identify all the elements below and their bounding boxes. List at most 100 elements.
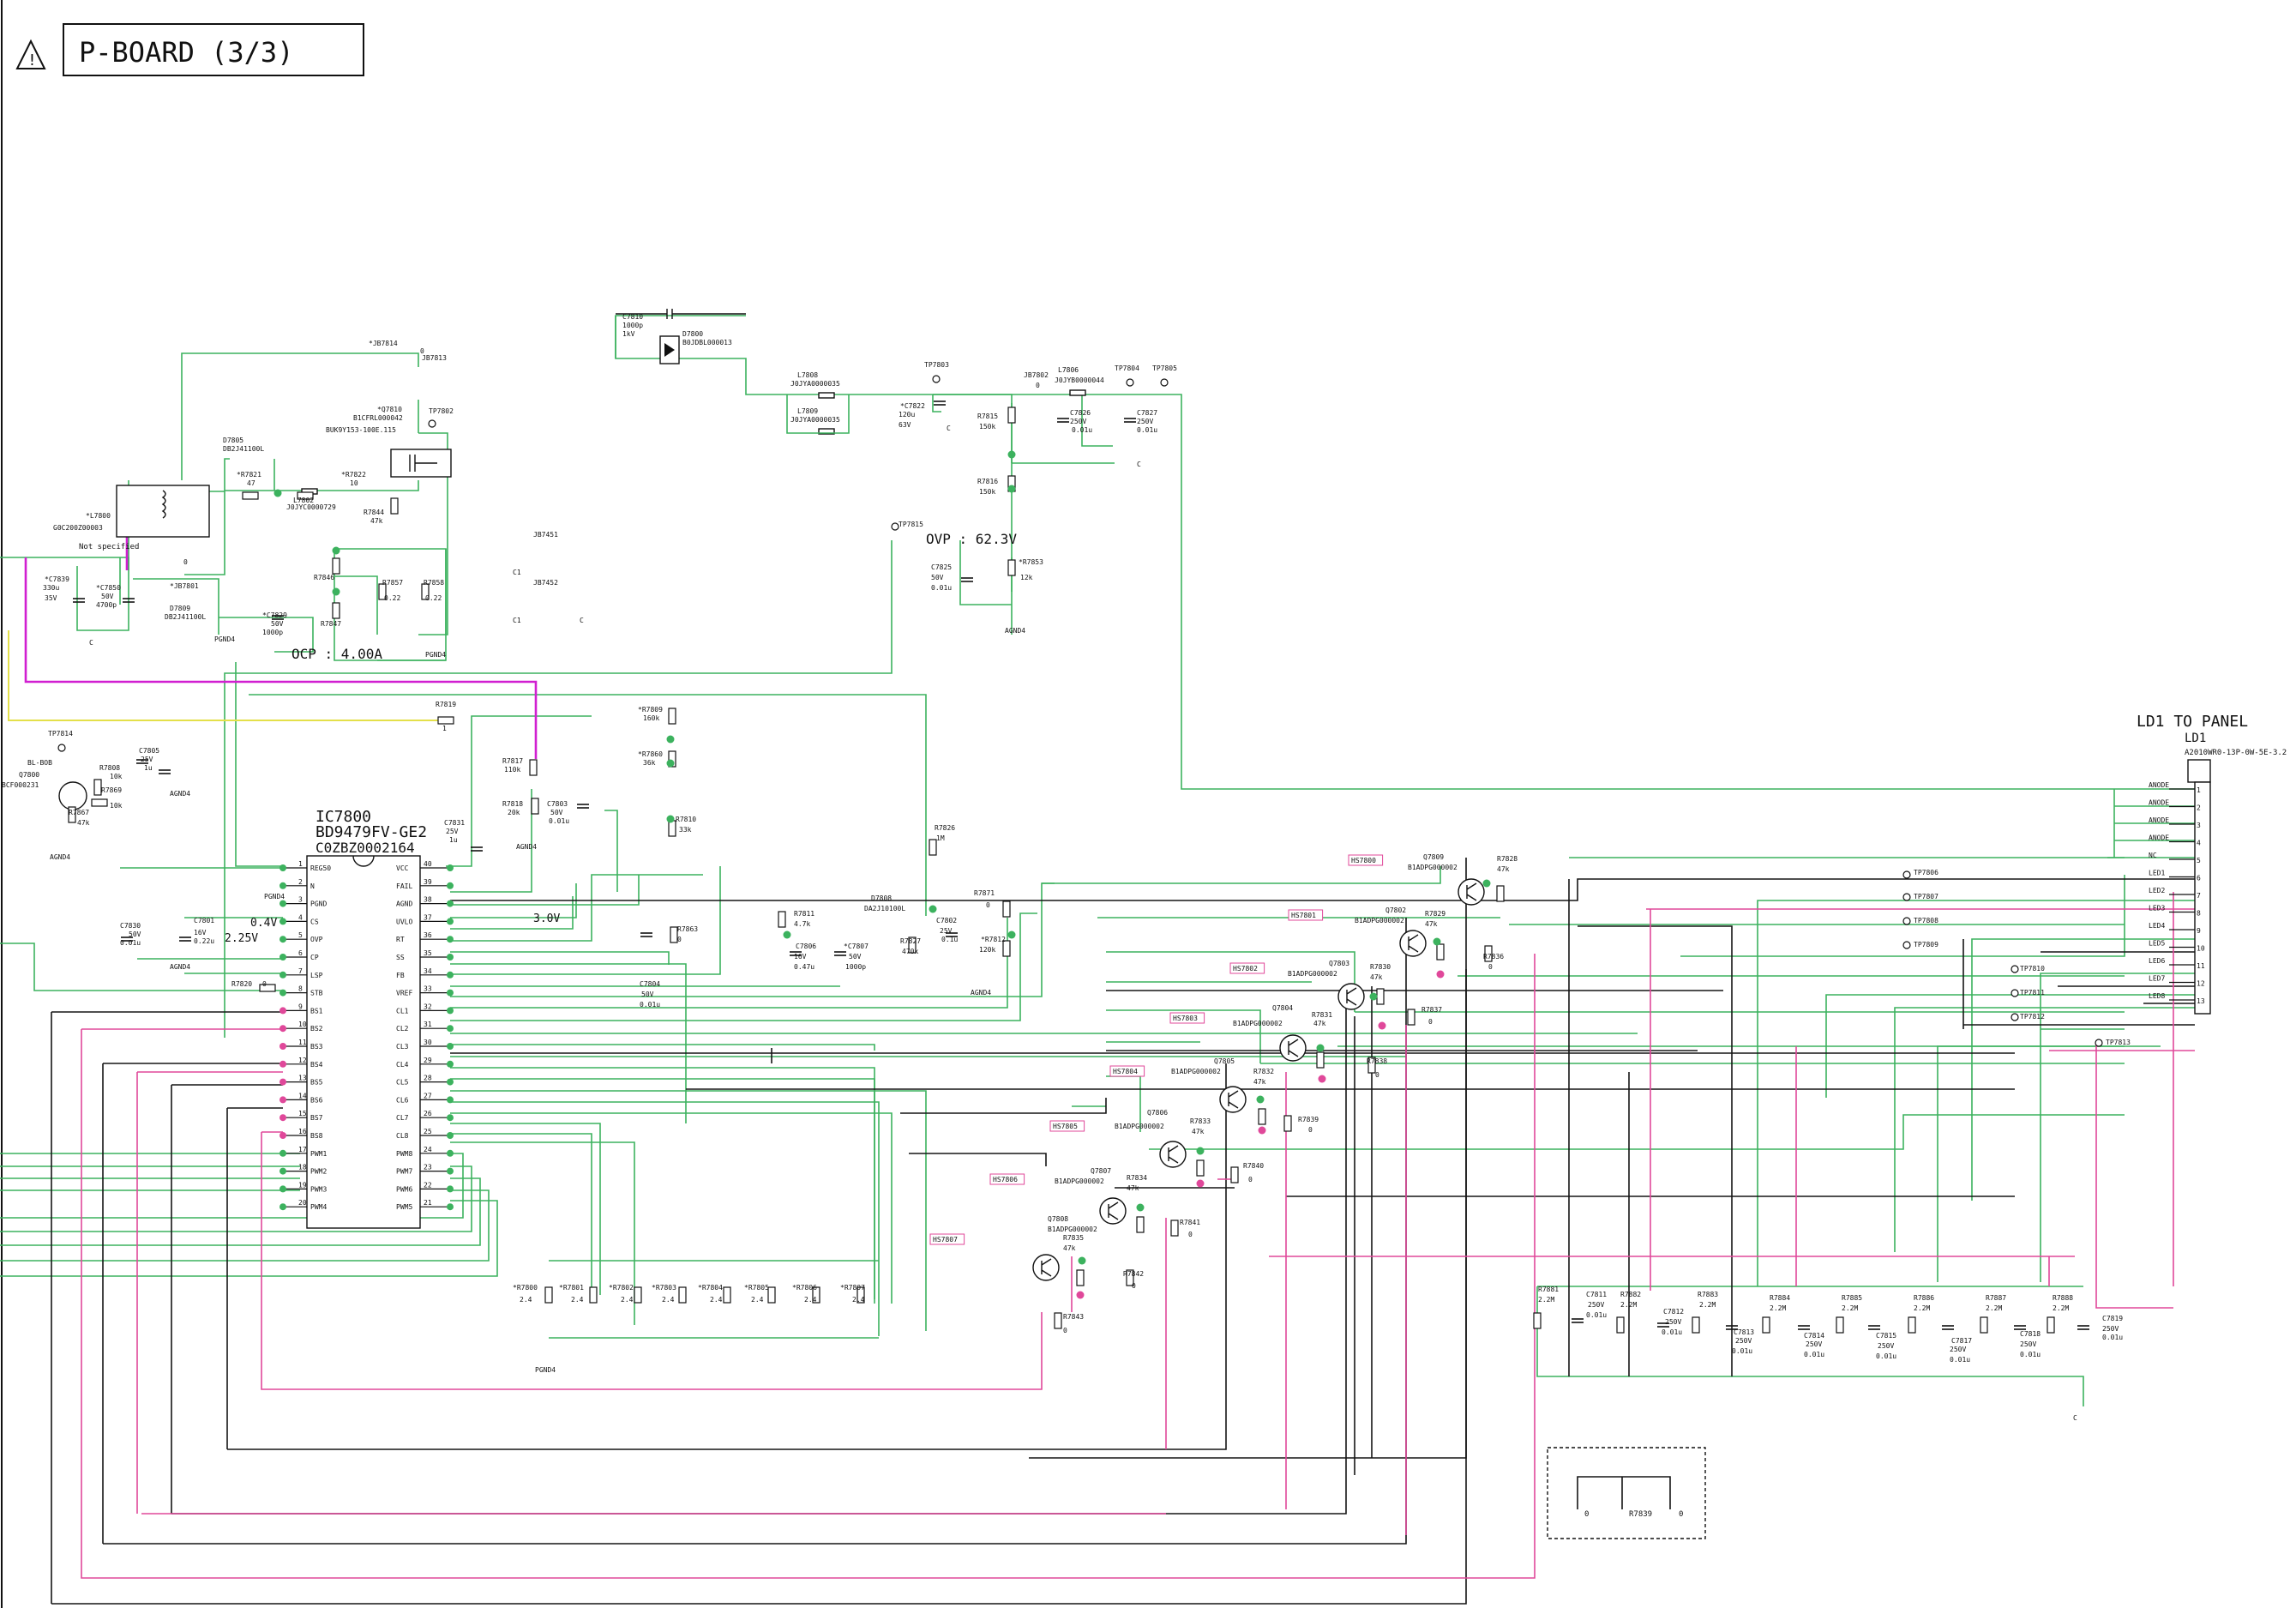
component-label: R7820	[231, 980, 252, 988]
resistor-icon	[2047, 1316, 2055, 1334]
component-label: 0	[1375, 1071, 1379, 1079]
component-label: R7839	[1298, 1116, 1319, 1123]
component-label: 250V	[1070, 418, 1086, 425]
component-label: PGND4	[264, 893, 285, 900]
ic7800-right-pins: 40VCC39FAIL38AGND37UVLO36RT35SS34FB33VRE…	[396, 860, 454, 1211]
component-label: 35V	[45, 594, 57, 602]
ic-pin-name: OVP	[310, 936, 323, 943]
component-label: C7825	[931, 563, 952, 571]
ic-pin-number: 35	[424, 949, 432, 957]
component-label: R7881	[1538, 1286, 1559, 1293]
resistor-icon	[1484, 945, 1493, 962]
component-label: C7804	[640, 980, 660, 988]
component-label: 0	[1488, 963, 1493, 971]
resistor-icon	[778, 911, 786, 928]
connector-pin-name: LED6	[2149, 957, 2165, 965]
ic-pin-name: CP	[310, 954, 319, 961]
ic7800-left-pins: 1REG502N3PGND4CS5OVP6CP7LSP8STB9BS110BS2…	[279, 860, 331, 1211]
test-point-icon	[1126, 378, 1134, 387]
resistor-icon	[529, 759, 538, 776]
heatsink-tag	[989, 1173, 1025, 1185]
ic-pin-name: CL6	[396, 1096, 409, 1104]
component-label: JB7451	[533, 531, 558, 539]
connector-pin-name: LED1	[2149, 870, 2165, 877]
component-label: R7827	[900, 937, 921, 945]
component-label: 47	[247, 479, 255, 487]
component-label: 0.01u	[640, 1001, 660, 1009]
component-label: B1ADPG000002	[1233, 1020, 1283, 1027]
component-label: C7827	[1137, 409, 1157, 417]
ic-pin-name: BS8	[310, 1132, 323, 1140]
component-label: C7817	[1951, 1337, 1972, 1345]
component-label: L7809	[797, 407, 818, 415]
component-label: B1ADPG000002	[1288, 970, 1337, 978]
q7800-transistor-icon	[58, 781, 87, 810]
component-label: TP7813	[2106, 1039, 2131, 1046]
component-label: R7811	[794, 910, 814, 918]
component-label: R7815	[977, 413, 998, 420]
component-label: C7814	[1804, 1332, 1824, 1340]
ic-pin-junction	[447, 1149, 454, 1157]
component-label: *R7812	[981, 936, 1006, 943]
component-label: *R7804	[698, 1284, 723, 1292]
ic-pin-junction	[279, 1043, 286, 1050]
resistor-icon	[1376, 988, 1385, 1005]
component-label: Q7802	[1385, 906, 1406, 914]
component-label: *C7829	[262, 611, 287, 619]
ic-pin-junction	[447, 954, 454, 961]
component-label: R7826	[935, 824, 955, 832]
ic-pin-number: 31	[424, 1021, 432, 1028]
ic-pin-name: PWM4	[310, 1203, 327, 1211]
resistor-icon	[1054, 1312, 1062, 1329]
junction-dot	[1007, 485, 1016, 493]
resistor-icon	[297, 491, 314, 500]
ic-pin-number: 17	[298, 1146, 307, 1153]
component-label: 2.4	[751, 1296, 764, 1304]
junction-dot	[273, 489, 282, 497]
connector-pin-name: ANODE	[2149, 834, 2169, 842]
component-label: HS7807	[933, 1236, 958, 1244]
component-label: TP7807	[1914, 893, 1938, 900]
component-label: JB7802	[1024, 371, 1049, 379]
component-label: R7840	[1243, 1162, 1264, 1170]
component-label: *R7822	[341, 471, 366, 479]
component-label: 47k	[1063, 1244, 1076, 1252]
component-label: B1ADPG000002	[1171, 1068, 1221, 1075]
component-label: 0	[183, 558, 188, 566]
ic-pin-name: PWM2	[310, 1168, 327, 1176]
component-label: AGND4	[971, 989, 991, 997]
component-label: 2.2M	[1620, 1301, 1637, 1309]
ic-pin-number: 14	[298, 1092, 307, 1099]
resistor-icon	[437, 716, 454, 725]
ic-pin-number: 3	[298, 896, 303, 904]
ic-pin-junction	[279, 900, 286, 907]
ic-pin-name: CL2	[396, 1025, 409, 1033]
component-label: 2.2M	[1842, 1304, 1858, 1312]
component-label: TP7812	[2020, 1013, 2045, 1021]
component-label: 0	[1063, 1327, 1067, 1334]
component-label: B1ADPG000002	[1355, 917, 1404, 924]
component-label: TP7814	[48, 730, 73, 738]
component-label: Q7809	[1423, 853, 1444, 861]
component-label: 0	[420, 347, 424, 355]
ic-pin-name: CS	[310, 918, 319, 925]
ocp-label: OCP : 4.00A	[292, 646, 382, 662]
connector-pin-number: 12	[2197, 980, 2205, 988]
resistor-icon	[767, 1286, 776, 1304]
junction-dot	[1318, 1075, 1326, 1083]
heatsink-tag	[1049, 1120, 1085, 1132]
ic-pin-name: SS	[396, 954, 405, 961]
component-label: 63V	[899, 421, 911, 429]
component-label: R7842	[1123, 1270, 1144, 1278]
component-label: C	[947, 425, 951, 432]
component-label: 2.4	[662, 1296, 675, 1304]
ic-pin-junction	[447, 989, 454, 997]
component-label: 0.01u	[2020, 1351, 2041, 1358]
component-label: 47k	[1127, 1184, 1139, 1192]
component-label: C7803	[547, 800, 568, 808]
ic-pin-junction	[447, 900, 454, 907]
component-label: *C7850	[96, 584, 121, 592]
component-label: HS7802	[1233, 965, 1258, 973]
ic-pin-junction	[279, 1114, 286, 1122]
